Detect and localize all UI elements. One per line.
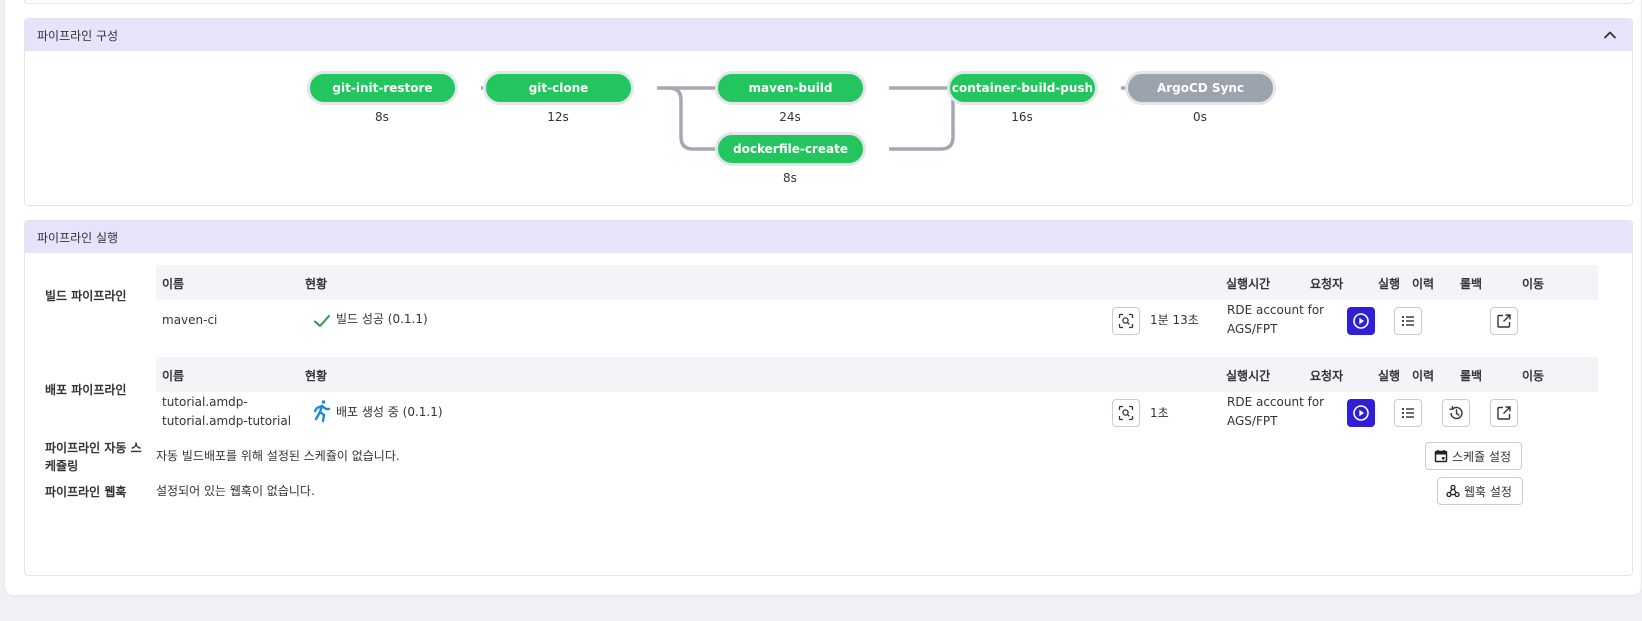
deploy-rollback-button[interactable] — [1442, 399, 1470, 427]
col-name: 이름 — [162, 277, 185, 291]
webhook-section-label: 파이프라인 웹훅 — [45, 485, 127, 499]
play-circle-icon — [1353, 405, 1369, 421]
col-history: 이력 — [1412, 277, 1435, 291]
col-history: 이력 — [1412, 369, 1435, 383]
col-exec-time: 실행시간 — [1226, 277, 1271, 291]
build-pipeline-name[interactable]: maven-ci — [162, 313, 218, 327]
deploy-pipeline-name[interactable]: tutorial.amdp-tutorial.amdp-tutorial — [162, 395, 292, 428]
node-duration: 24s — [779, 110, 801, 124]
col-exec-time: 실행시간 — [1226, 369, 1271, 383]
deploy-history-button[interactable] — [1394, 399, 1422, 427]
col-requester: 요청자 — [1310, 277, 1344, 291]
node-label: git-clone — [528, 81, 589, 95]
schedule-settings-button[interactable]: 스케쥴 설정 — [1425, 442, 1523, 470]
chevron-up-icon[interactable] — [1602, 27, 1618, 43]
history-icon — [1449, 406, 1463, 420]
schedule-empty-message: 자동 빌드배포를 위해 설정된 스케쥴이 없습니다. — [156, 449, 400, 463]
deploy-requester: RDE account for AGS/FPT — [1227, 395, 1325, 428]
node-dockerfile-create[interactable]: dockerfile-create — [715, 132, 866, 166]
deploy-status-text: 배포 생성 중 (0.1.1) — [336, 405, 443, 419]
node-duration: 8s — [375, 110, 389, 124]
pipeline-run-title: 파이프라인 실행 — [37, 230, 119, 245]
node-git-init-restore[interactable]: git-init-restore — [307, 71, 458, 105]
webhook-icon — [1446, 484, 1460, 498]
col-move: 이동 — [1522, 369, 1545, 383]
col-run: 실행 — [1378, 277, 1401, 291]
node-duration: 12s — [547, 110, 569, 124]
deploy-move-button[interactable] — [1490, 399, 1518, 427]
build-log-zoom-button[interactable] — [1112, 307, 1140, 335]
build-requester: RDE account for AGS/FPT — [1227, 303, 1325, 336]
webhook-settings-label: 웹훅 설정 — [1464, 484, 1512, 499]
schedule-settings-label: 스케쥴 설정 — [1452, 449, 1512, 464]
node-git-clone[interactable]: git-clone — [483, 71, 634, 105]
previous-panel-edge — [24, 0, 1633, 4]
deploy-run-button[interactable] — [1347, 399, 1375, 427]
node-duration: 0s — [1193, 110, 1207, 124]
col-requester: 요청자 — [1310, 369, 1344, 383]
node-label: git-init-restore — [332, 81, 433, 95]
node-duration: 16s — [1011, 110, 1033, 124]
deploy-log-zoom-button[interactable] — [1112, 399, 1140, 427]
scan-search-icon — [1118, 405, 1134, 421]
col-status: 현황 — [305, 277, 328, 291]
col-name: 이름 — [162, 369, 185, 383]
play-circle-icon — [1353, 313, 1369, 329]
running-person-icon — [313, 400, 331, 423]
deploy-exec-time: 1초 — [1150, 406, 1169, 420]
pipeline-config-header[interactable]: 파이프라인 구성 — [25, 19, 1632, 51]
external-link-icon — [1497, 406, 1511, 420]
col-rollback: 롤백 — [1460, 369, 1483, 383]
scan-search-icon — [1118, 313, 1134, 329]
node-container-build-push[interactable]: container-build-push — [947, 71, 1098, 105]
pipeline-config-title: 파이프라인 구성 — [37, 28, 119, 43]
webhook-settings-button[interactable]: 웹훅 설정 — [1437, 477, 1523, 505]
col-move: 이동 — [1522, 277, 1545, 291]
pipeline-config-panel: 파이프라인 구성 git-init-restore 8s git-clone 1… — [24, 18, 1633, 206]
external-link-icon — [1497, 314, 1511, 328]
edge-clone-to-dockerfile — [668, 86, 741, 151]
pipeline-run-panel: 파이프라인 실행 빌드 파이프라인 이름 현황 실행시간 요청자 실행 이력 롤… — [24, 220, 1633, 576]
build-run-button[interactable] — [1347, 307, 1375, 335]
build-table-header: 이름 현황 실행시간 요청자 실행 이력 롤백 이동 — [156, 265, 1598, 300]
list-icon — [1401, 407, 1414, 419]
node-maven-build[interactable]: maven-build — [715, 71, 866, 105]
list-icon — [1401, 315, 1414, 327]
node-duration: 8s — [783, 171, 797, 185]
calendar-icon — [1434, 450, 1448, 463]
deploy-pipeline-label: 배포 파이프라인 — [45, 383, 127, 397]
node-label: dockerfile-create — [733, 142, 848, 156]
build-exec-time: 1분 13초 — [1150, 313, 1199, 327]
node-label: maven-build — [748, 81, 833, 95]
node-argocd-sync[interactable]: ArgoCD Sync — [1125, 71, 1276, 105]
webhook-empty-message: 설정되어 있는 웹훅이 없습니다. — [156, 484, 315, 498]
check-icon — [314, 315, 330, 327]
deploy-table-header: 이름 현황 실행시간 요청자 실행 이력 롤백 이동 — [156, 357, 1598, 392]
col-run: 실행 — [1378, 369, 1401, 383]
col-status: 현황 — [305, 369, 328, 383]
build-pipeline-label: 빌드 파이프라인 — [45, 289, 127, 303]
node-label: container-build-push — [951, 81, 1094, 95]
node-label: ArgoCD Sync — [1156, 81, 1245, 95]
pipeline-run-header: 파이프라인 실행 — [25, 221, 1632, 253]
col-rollback: 롤백 — [1460, 277, 1483, 291]
build-move-button[interactable] — [1490, 307, 1518, 335]
build-history-button[interactable] — [1394, 307, 1422, 335]
build-status-text: 빌드 성공 (0.1.1) — [336, 312, 428, 326]
schedule-section-label: 파이프라인 자동 스케쥴링 — [45, 441, 142, 473]
